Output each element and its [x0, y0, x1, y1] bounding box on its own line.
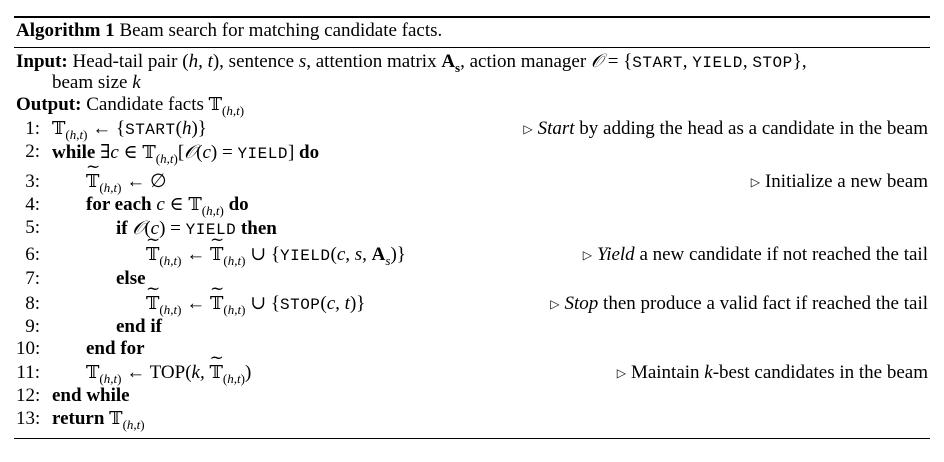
algo-line-13: 13: return 𝕋(h,t) [16, 408, 145, 432]
line-number: 8: [25, 293, 40, 314]
fn-top: TOP [149, 362, 186, 383]
line-number: 12: [16, 385, 41, 406]
comment-text: then produce a valid fact if reached the… [598, 293, 928, 314]
line-number: 10: [16, 338, 41, 359]
comment-triangle-icon: ▷ [582, 248, 593, 262]
comment-triangle-icon: ▷ [750, 175, 760, 189]
kw-for-each: for each [86, 194, 152, 215]
input-text-3: , attention matrix [306, 51, 437, 72]
output-label: Output: [16, 94, 82, 115]
kw-yield: YIELD [237, 145, 288, 163]
algo-line-1: 1: 𝕋(h,t) ← {START(h)} ▷Start by adding … [16, 118, 928, 142]
comment-text: -best candidates in the beam [712, 362, 928, 383]
input-text-5: beam size [52, 72, 128, 93]
comment-triangle-icon: ▷ [616, 366, 626, 380]
kw-yield: YIELD [279, 247, 331, 265]
comment-emphasis: Yield [597, 244, 635, 265]
line-number: 3: [25, 171, 40, 192]
comment-line-6: ▷ Yield a new candidate if not reached th… [583, 244, 928, 267]
kw-else: else [116, 268, 146, 289]
comment-text: Initialize a new beam [764, 171, 928, 192]
comment-triangle-icon: ▷ [550, 297, 560, 311]
input-line-cont: beam size k [52, 72, 141, 93]
comment-emphasis: Stop [564, 293, 599, 314]
comment-text: Maintain [630, 362, 705, 383]
input-line: Input: Head-tail pair (h, t), sentence s… [16, 50, 807, 75]
kw-stop: STOP [752, 54, 793, 72]
algo-line-7: 7: else [16, 268, 928, 290]
kw-return: return [52, 408, 105, 429]
kw-end-for: end for [86, 338, 145, 359]
algo-line-2: 2: while ∃c ∈ 𝕋(h,t)[𝒪(c) = YIELD] do [16, 141, 928, 166]
algo-line-6: 6: 𝕋(h,t) ← 𝕋(h,t) ∪ {YIELD(c, s, As)} ▷… [16, 229, 928, 268]
kw-if: if [116, 218, 128, 239]
algorithm-label: Algorithm 1 [16, 20, 115, 41]
line-number: 11: [16, 362, 40, 383]
algo-line-11: 11: 𝕋(h,t) ← TOP(k, 𝕋(h,t)) ▷Maintain k-… [16, 347, 928, 386]
comment-text: a new candidate if not reached the tail [634, 244, 928, 265]
kw-yield: YIELD [692, 54, 743, 72]
algo-line-9: 9: end if [16, 316, 928, 338]
comment-triangle-icon: ▷ [523, 122, 533, 136]
kw-start: START [125, 121, 176, 139]
line-number: 1: [25, 118, 40, 139]
input-text-2: , sentence [219, 51, 295, 72]
algorithm-title: Beam search for matching candidate facts… [119, 20, 443, 41]
bottom-rule [14, 438, 930, 439]
line-number: 4: [25, 194, 40, 215]
kw-then: then [240, 218, 277, 239]
comment-line-3: ▷ Initialize a new beam [751, 171, 928, 194]
comment-line-8: ▷ Stop then produce a valid fact if reach… [550, 293, 928, 316]
line-number: 5: [25, 217, 40, 238]
algo-line-8: 8: 𝕋(h,t) ← 𝕋(h,t) ∪ {STOP(c, t)} ▷Stop … [16, 278, 928, 317]
kw-do: do [228, 194, 249, 215]
top-rule [14, 16, 930, 18]
algo-line-3: 3: 𝕋(h,t) ← ∅ ▷Initialize a new beam [16, 156, 928, 195]
kw-end-while: end while [52, 385, 130, 406]
comment-line-1: ▷ Start by adding the head as a candidate… [523, 118, 928, 141]
line-number: 7: [25, 268, 40, 289]
output-line: Output: Candidate facts 𝕋(h,t) [16, 94, 245, 118]
line-number: 13: [16, 408, 41, 429]
comment-line-11: ▷ Maintain k-best candidates in the beam [617, 362, 928, 385]
comment-emphasis: k [704, 362, 713, 383]
output-text: Candidate facts [86, 94, 204, 115]
line-number: 2: [25, 141, 40, 162]
kw-do: do [299, 142, 320, 163]
line-number: 6: [25, 244, 40, 265]
input-text-1: Head-tail pair [72, 51, 178, 72]
comment-emphasis: Start [537, 118, 575, 139]
input-label: Input: [16, 51, 68, 72]
kw-start: START [632, 54, 683, 72]
kw-stop: STOP [279, 296, 321, 314]
kw-end-if: end if [116, 316, 162, 337]
algo-line-12: 12: end while [16, 385, 928, 407]
algorithm-caption: Algorithm 1 Beam search for matching can… [16, 20, 442, 42]
algo-line-10: 10: end for [16, 338, 928, 360]
algo-line-4: 4: for each c ∈ 𝕋(h,t) do [16, 194, 928, 218]
comment-text: by adding the head as a candidate in the… [574, 118, 928, 139]
caption-rule [14, 47, 930, 48]
input-text-4: , action manager [460, 51, 587, 72]
line-number: 9: [25, 316, 40, 337]
kw-while: while [52, 142, 96, 163]
